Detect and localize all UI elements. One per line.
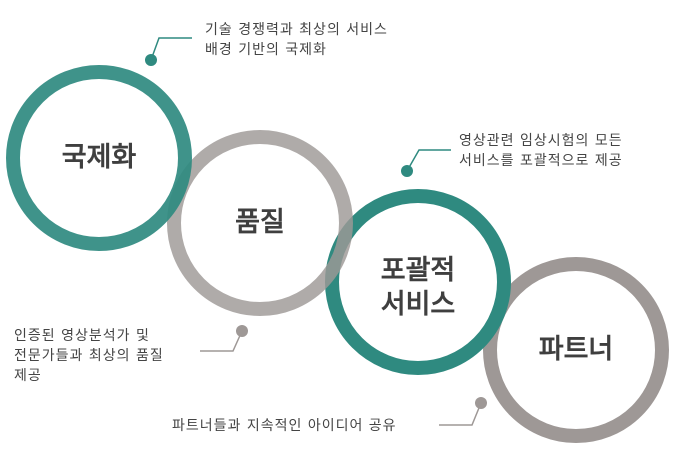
caption-quality: 인증된 영상분석가 및 전문가들과 최상의 품질 제공: [14, 328, 164, 384]
connector-1: [150, 37, 192, 61]
connector-dot-2: [401, 165, 413, 177]
connector-dot-1: [145, 54, 157, 66]
circle-label-internationalization: 국제화: [61, 142, 137, 173]
connector-dot-4: [475, 397, 487, 409]
ring-internationalization: [6, 65, 192, 251]
circle-label-comprehensive-service: 포괄적 서비스: [380, 255, 456, 320]
ring-partner: [483, 257, 669, 443]
connector-4: [439, 402, 482, 426]
circle-label-partner: 파트너: [538, 334, 614, 365]
connector-3: [200, 330, 243, 352]
circle-label-quality: 품질: [235, 207, 285, 238]
connector-2: [406, 149, 451, 172]
ring-quality: [167, 130, 353, 316]
ring-comprehensive-service: [325, 189, 511, 375]
caption-partner: 파트너들과 지속적인 아이디어 공유: [172, 418, 397, 434]
caption-internationalization: 기술 경쟁력과 최상의 서비스 배경 기반의 국제화: [205, 22, 388, 58]
caption-comprehensive-service: 영상관련 임상시험의 모든 서비스를 포괄적으로 제공: [459, 133, 623, 169]
connector-dot-3: [236, 325, 248, 337]
